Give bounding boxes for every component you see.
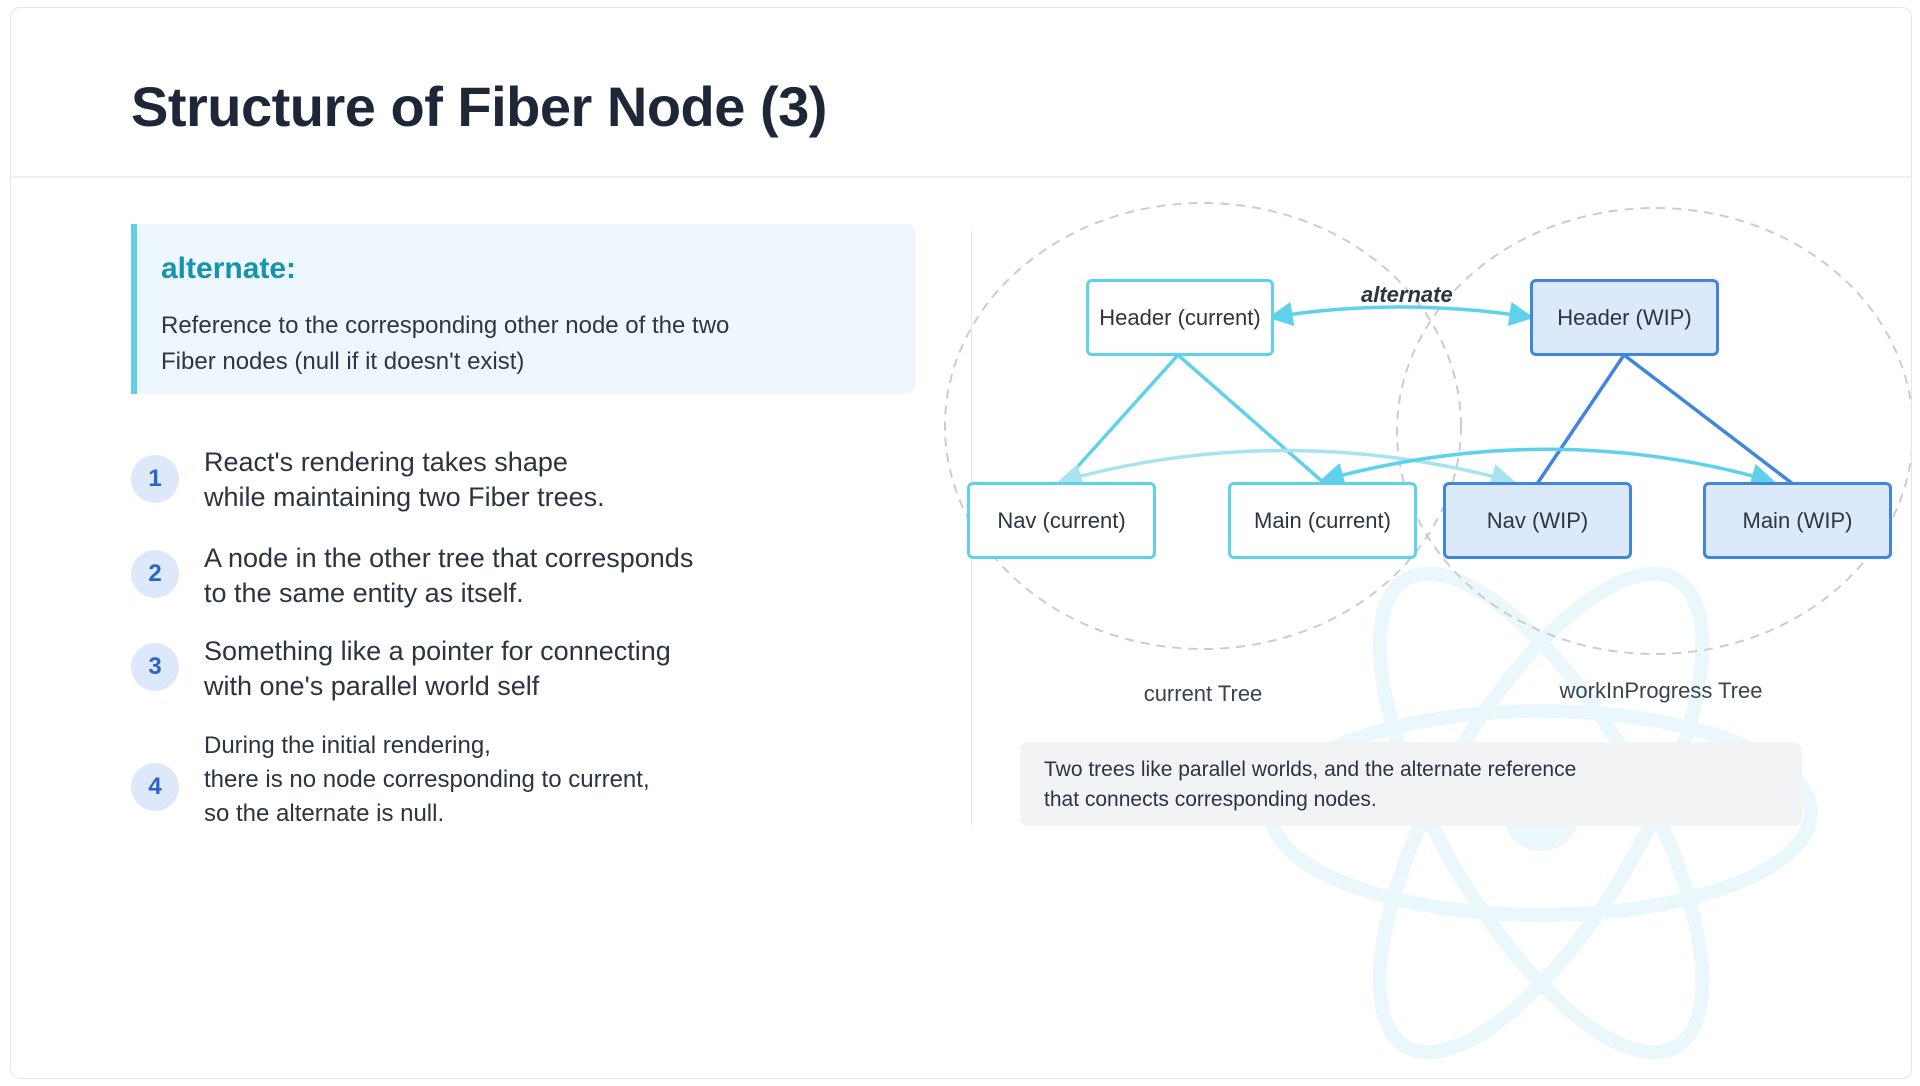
edge-wip-header-main (1622, 353, 1795, 486)
definition-text: Reference to the corresponding other nod… (161, 312, 730, 375)
node-nav-current: Nav (current) (967, 482, 1156, 559)
point-number-badge: 4 (131, 763, 179, 811)
point-text: Something like a pointer for connecting … (204, 636, 671, 701)
slide: Structure of Fiber Node (3) alternate: R… (10, 7, 1912, 1079)
node-header-current: Header (current) (1086, 279, 1274, 356)
alternate-arrow-header (1268, 301, 1534, 327)
node-nav-wip: Nav (WIP) (1443, 482, 1632, 559)
alternate-label: alternate (1361, 282, 1453, 307)
alternate-arrow-main (1319, 447, 1776, 488)
point-text: A node in the other tree that correspond… (204, 543, 694, 608)
page-title: Structure of Fiber Node (3) (131, 75, 827, 138)
edge-current-header-nav (1060, 353, 1180, 486)
node-main-current: Main (current) (1228, 482, 1417, 559)
node-main-wip: Main (WIP) (1703, 482, 1892, 559)
node-header-wip: Header (WIP) (1530, 279, 1719, 356)
diagram-caption: Two trees like parallel worlds, and the … (1020, 742, 1802, 826)
point-number-badge: 3 (131, 643, 179, 691)
slide-header: Structure of Fiber Node (3) (11, 8, 1911, 178)
definition-box: alternate: Reference to the correspondin… (131, 224, 915, 394)
edge-current-header-main (1176, 353, 1326, 485)
edge-wip-header-nav (1535, 354, 1626, 485)
point-text: During the initial rendering, there is n… (204, 732, 650, 827)
definition-term: alternate: (161, 252, 297, 285)
current-world-circle (944, 202, 1462, 650)
point-text: React's rendering takes shape while main… (204, 447, 605, 512)
fiber-tree-diagram (944, 202, 1911, 655)
wip-tree-label: workInProgress Tree (1559, 678, 1763, 703)
point-number-badge: 2 (131, 550, 179, 598)
current-tree-label: current Tree (1143, 681, 1263, 706)
wip-world-circle (1396, 207, 1911, 655)
point-number-badge: 1 (131, 455, 179, 503)
